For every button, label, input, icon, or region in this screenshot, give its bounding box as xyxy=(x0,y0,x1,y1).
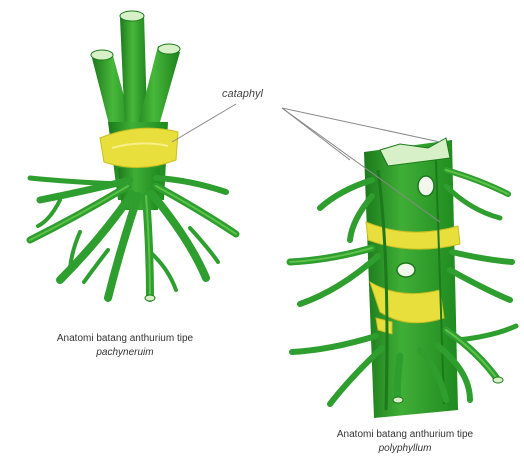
aerial-roots xyxy=(30,178,236,298)
leaf-scar xyxy=(418,176,434,196)
right-branch-cut xyxy=(158,44,180,54)
cataphyll-callout-label: cataphyl xyxy=(222,88,263,100)
center-branch-cut xyxy=(120,11,144,21)
left-branch-cut xyxy=(91,50,113,60)
caption-species: pachyneruim xyxy=(20,346,230,360)
root-tip-cut xyxy=(493,377,503,383)
pachyneurium-stem-illustration xyxy=(30,11,236,301)
caption-text: Anatomi batang anthurium tipe xyxy=(57,333,193,344)
root-tip-cut xyxy=(393,397,403,403)
root-tip-cut xyxy=(145,295,155,301)
polyphyllum-stem-illustration xyxy=(290,138,516,418)
caption-species: polyphyllum xyxy=(300,442,510,456)
polyphyllum-caption: Anatomi batang anthurium tipe polyphyllu… xyxy=(300,428,510,456)
leaf-scar xyxy=(397,263,415,277)
pachyneurium-caption: Anatomi batang anthurium tipe pachynerui… xyxy=(20,332,230,360)
cataphyll-sheath xyxy=(100,128,178,167)
caption-text: Anatomi batang anthurium tipe xyxy=(337,429,473,440)
